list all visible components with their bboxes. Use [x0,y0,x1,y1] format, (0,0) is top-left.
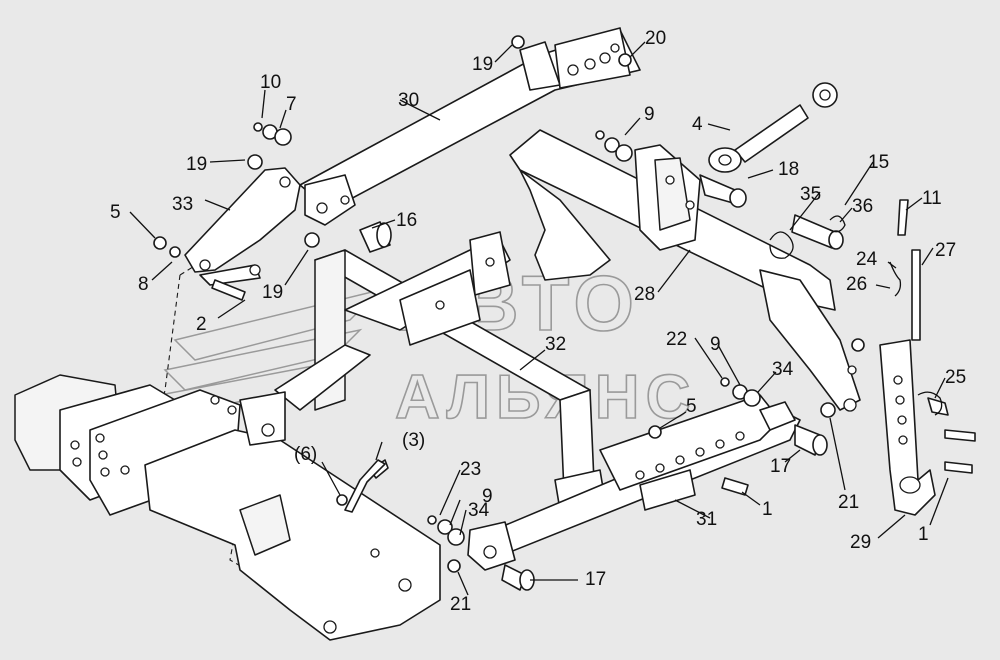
pins [359,174,844,591]
part-31-lower-link [467,394,801,571]
callout-6: (6) [294,444,317,465]
callout-3: (3) [402,430,425,451]
part-4-turnbuckle [708,82,838,173]
callout-32: 32 [545,334,566,355]
tractor-frame-outline [14,249,441,641]
part-32-main-frame [239,231,606,516]
callout-26: 26 [846,274,867,295]
callout-19c: 19 [472,54,493,75]
callout-7: 7 [286,94,297,115]
callout-9b: 9 [710,334,721,355]
fasteners [153,35,976,573]
callout-20: 20 [645,28,666,49]
part-29-hitch-bar [879,339,936,516]
part-27-rod [897,199,921,341]
callout-34: 34 [772,359,794,380]
callout-17: 17 [770,456,791,477]
callout-34b: 34 [468,500,490,521]
callout-19: 19 [186,154,207,175]
callout-labels: 10 7 19 33 5 8 2 19 30 19 20 9 4 18 15 1… [110,28,966,615]
callout-15: 15 [868,152,889,173]
callout-31: 31 [696,509,717,530]
part-33-bracket [184,167,301,286]
callout-1b: 1 [762,499,773,520]
callout-10: 10 [260,72,281,93]
callout-33: 33 [172,194,193,215]
callout-19b: 19 [262,282,283,303]
callout-30: 30 [398,90,419,111]
part-28-right-frame [509,129,861,412]
callout-22: 22 [666,329,687,350]
callout-28: 28 [634,284,655,305]
callout-16: 16 [396,210,417,231]
callout-35: 35 [800,184,821,205]
clips [769,215,943,416]
callout-21b: 21 [450,594,471,615]
callout-5b: 5 [686,396,697,417]
callout-24: 24 [856,249,878,270]
callout-18: 18 [778,159,799,180]
callout-17b: 17 [585,569,606,590]
callout-23: 23 [460,459,481,480]
callout-5: 5 [110,202,121,223]
callout-1: 1 [918,524,929,545]
callout-8: 8 [138,274,149,295]
leader-lines [129,41,949,596]
callout-9: 9 [644,104,655,125]
callout-27: 27 [935,240,956,261]
callout-25: 25 [945,367,966,388]
callout-29: 29 [850,532,871,553]
callout-11: 11 [922,188,942,209]
callout-2: 2 [196,314,207,335]
callout-36: 36 [852,196,873,217]
callout-9c: 9 [482,486,493,507]
callout-21: 21 [838,492,859,513]
part-30-upper-arm [299,27,641,226]
callout-4: 4 [692,114,703,135]
